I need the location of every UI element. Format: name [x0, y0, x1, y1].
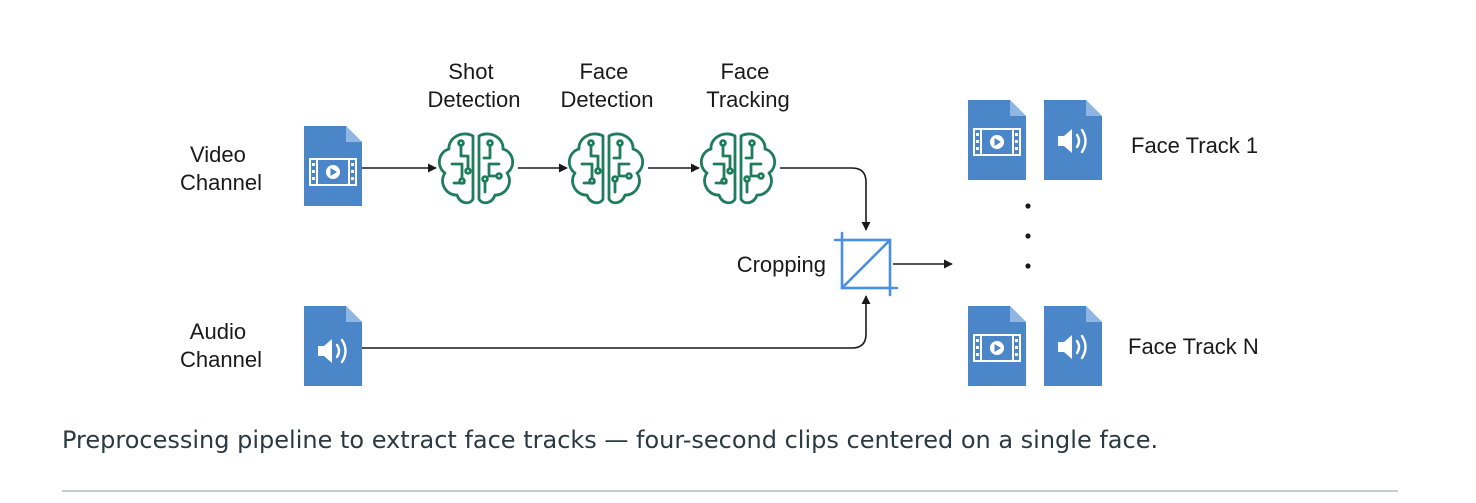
video-channel-label: Video Channel	[180, 142, 262, 195]
figure-caption: Preprocessing pipeline to extract face t…	[62, 426, 1159, 454]
stage-label-shot-detection: Shot Detection	[428, 59, 521, 112]
connector-audio-to-cropping	[362, 295, 871, 349]
brain-circuit-icon	[567, 132, 645, 205]
audio-channel-label: Audio Channel	[180, 319, 262, 372]
crop-icon	[833, 231, 899, 297]
brain-circuit-icon	[437, 132, 515, 205]
video-file-icon	[968, 306, 1026, 386]
stage-label-face-detection: Face Detection	[561, 59, 654, 112]
cropping-label: Cropping	[737, 252, 826, 277]
audio-file-icon	[1044, 100, 1102, 180]
video-file-icon	[304, 126, 362, 206]
brain-circuit-icon	[699, 132, 777, 205]
divider	[62, 490, 1398, 492]
face-track-1-label: Face Track 1	[1131, 133, 1258, 158]
pipeline-diagram: Video Channel Audio Channel Shot Detecti…	[180, 59, 1259, 386]
face-track-n-label: Face Track N	[1128, 334, 1259, 359]
connector-tracking-to-cropping	[780, 167, 871, 231]
audio-file-icon	[304, 306, 362, 386]
ellipsis-dots	[1025, 203, 1031, 269]
audio-file-icon	[1044, 306, 1102, 386]
video-file-icon	[968, 100, 1026, 180]
stage-label-face-tracking: Face Tracking	[706, 59, 790, 112]
